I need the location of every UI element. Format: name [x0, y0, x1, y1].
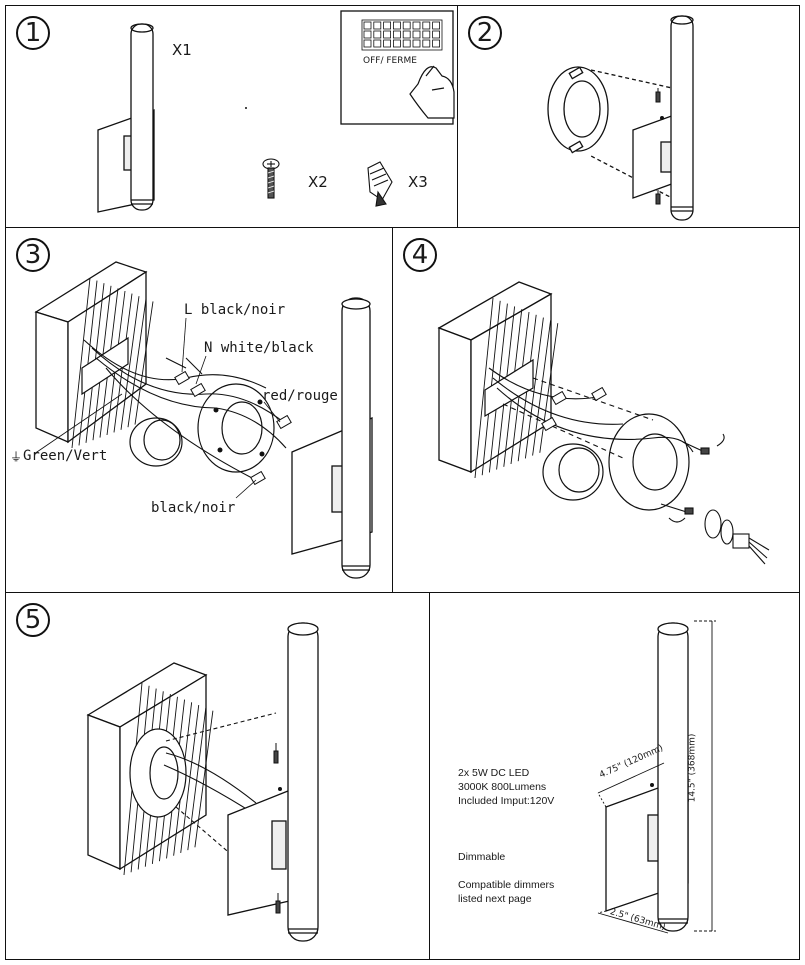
ground-symbol-icon: ⏚ [10, 450, 23, 464]
wire-label-black: black/noir [151, 500, 236, 516]
spec-listed: listed next page [458, 893, 532, 905]
step-3-illustration [33, 261, 373, 579]
connector-quantity: X3 [408, 173, 428, 191]
step-number-4: 4 [403, 238, 437, 272]
height-dimension-label: 14.5" (368mm) [687, 733, 698, 803]
step-2-illustration [547, 15, 694, 221]
step-number-3: 3 [16, 238, 50, 272]
wire-label-neutral: N white/black [204, 340, 314, 356]
specifications-panel: 2x 5W DC LED 3000K 800Lumens Included Im… [429, 592, 800, 960]
wire-label-red: red/rouge [262, 388, 338, 404]
screw-quantity: X2 [308, 173, 328, 191]
spec-led: 2x 5W DC LED [458, 767, 530, 779]
spec-lumens: 3000K 800Lumens [458, 781, 547, 793]
step-3-panel: 3 L black/noir N white/black red/rouge ⏚… [5, 227, 393, 593]
step-1-panel: 1 X1 X2 X3 OFF/ FERME [5, 5, 458, 228]
step-number-5: 5 [16, 603, 50, 637]
spec-dimmable: Dimmable [458, 851, 506, 863]
step-5-panel: 5 [5, 592, 430, 960]
step-4-panel: 4 [392, 227, 800, 593]
spec-compatible: Compatible dimmers [458, 879, 555, 891]
wire-label-live: L black/noir [184, 302, 286, 318]
dimension-drawing [597, 620, 716, 934]
step-2-panel: 2 [457, 5, 800, 228]
step-number-2: 2 [468, 16, 502, 50]
switch-off-label: OFF/ FERME [363, 56, 417, 66]
wire-label-ground: Green/Vert [23, 448, 108, 464]
spec-input: Included Imput:120V [458, 795, 555, 807]
fixture-quantity: X1 [172, 41, 192, 59]
step-4-illustration [437, 281, 770, 565]
step-number-1: 1 [16, 16, 50, 50]
step-5-illustration [86, 622, 319, 942]
step-1-illustration [97, 10, 455, 213]
